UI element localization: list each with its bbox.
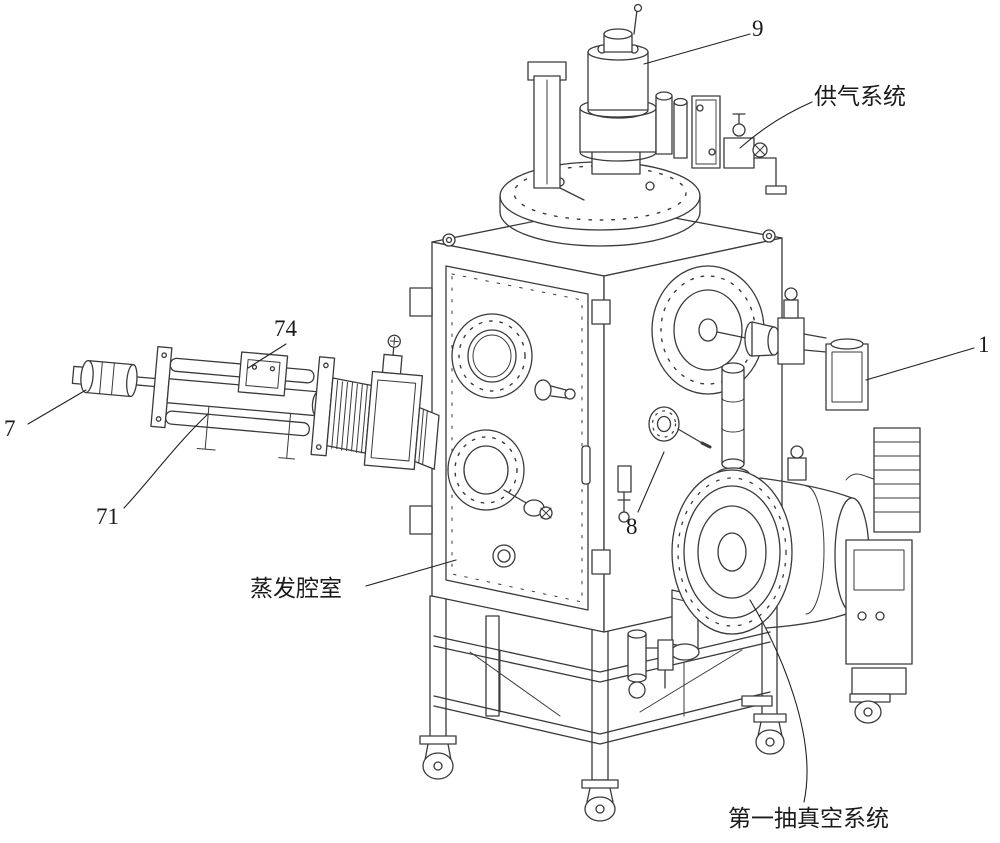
clamp-block [591,549,611,575]
label-71: 71 [96,504,119,529]
leader-evaporation-chamber [365,559,457,587]
leader-74 [247,343,287,369]
label-7: 7 [4,416,16,441]
vertical-actuator [716,362,750,493]
leader-71 [123,413,209,509]
small-port [492,544,516,568]
port-8 [648,406,712,449]
gas-supply-assembly [691,95,787,195]
caster-wheel [753,713,787,755]
antenna-rod [633,9,638,35]
leader-gas-supply [739,101,813,149]
leader-9 [643,33,751,65]
left-manipulator [71,334,440,471]
component-1-block [825,343,869,411]
hinge-block [409,287,433,317]
label-1: 1 [978,332,990,357]
viewport-lower [447,429,553,520]
leader-7 [27,389,87,425]
carriage-block [237,351,289,397]
gate-valve-box [363,370,424,471]
leader-first-vacuum-system [749,599,808,803]
label-74: 74 [274,316,297,341]
hinge-block [409,505,433,535]
leader-1 [865,347,975,381]
caster-wheel [581,779,619,822]
label-gas-supply-system: 供气系统 [814,84,906,109]
label-first-vacuum-system: 第一抽真空系统 [728,806,889,831]
evaporation-chamber-body [409,199,783,633]
viewport-upper [451,313,576,401]
leader-lines [27,33,975,803]
electronics-unit [845,427,921,724]
door-handle [581,445,591,485]
sensor-bracket [617,465,632,523]
component-1-assembly [744,287,869,411]
motor-assembly [527,3,688,201]
label-8: 8 [626,514,638,539]
guide-rod [165,410,310,437]
bottom-valve [627,629,674,699]
label-9: 9 [752,16,764,41]
label-evaporation-chamber: 蒸发腔室 [250,576,342,601]
leader-8 [637,451,665,513]
clamp-block [591,299,611,325]
caster-wheel [419,735,457,780]
